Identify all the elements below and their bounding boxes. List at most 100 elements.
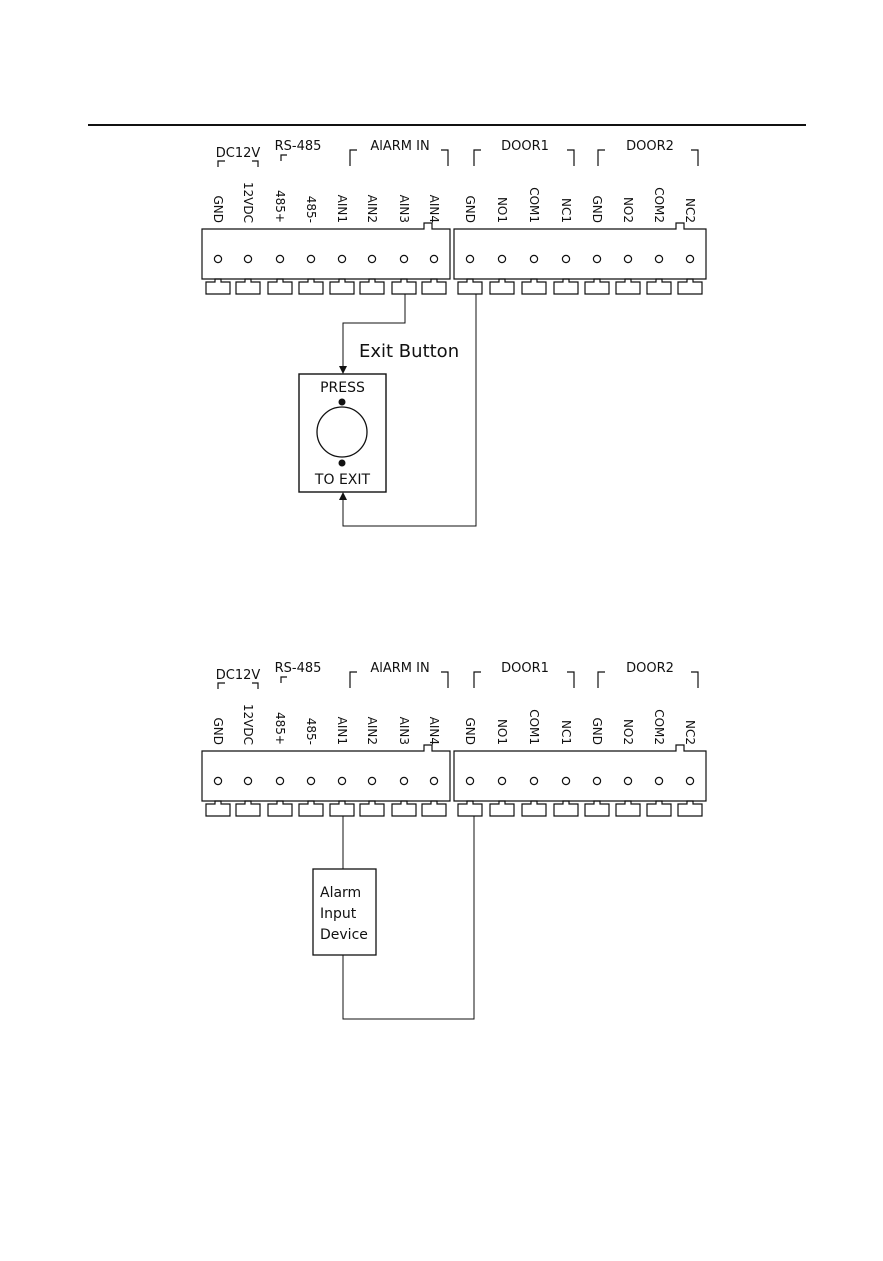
left-clamp-slot-6: [360, 279, 384, 294]
left-screw-terminal-6: [368, 777, 375, 784]
bracket-rs485-left: [281, 677, 287, 683]
left-screw-terminal-2: [244, 777, 251, 784]
right-screw-terminal-1: [466, 255, 473, 262]
right-clamp-slot-5: [585, 801, 609, 816]
right-screw-terminal-4: [562, 777, 569, 784]
left-pin-label-7: AIN3: [397, 717, 411, 745]
left-clamp-slot-5: [330, 279, 354, 294]
right-screw-terminal-2: [498, 777, 505, 784]
right-clamp-slot-5: [585, 279, 609, 294]
exit-button-label: Exit Button: [359, 341, 459, 362]
right-clamp-slot-7: [647, 279, 671, 294]
left-terminal-block: [202, 745, 450, 801]
right-pin-label-7: COM2: [652, 187, 666, 223]
left-pin-label-6: AIN2: [365, 195, 379, 223]
exit-button-press-text: PRESS: [320, 380, 365, 396]
left-clamp-slot-5: [330, 801, 354, 816]
right-screw-terminal-7: [655, 255, 662, 262]
right-clamp-slot-3: [522, 279, 546, 294]
left-clamp-slot-4: [299, 801, 323, 816]
right-pin-label-5: GND: [590, 717, 604, 745]
exit-button-push-icon: [317, 407, 367, 457]
right-pin-label-4: NC1: [559, 720, 573, 745]
right-terminal-block: [454, 745, 706, 801]
alarm-device-line-2: Input: [320, 906, 357, 922]
arrow-head-bottom: [339, 492, 347, 500]
left-pin-label-4: 485-: [304, 196, 318, 223]
left-pin-label-1: GND: [211, 195, 225, 223]
left-pin-label-3: 485+: [273, 712, 287, 745]
group-label-door1: DOOR1: [501, 139, 549, 154]
exit-button-wiring-diagram: DC12VRS-485AlARM INDOOR1DOOR2GND12VDC485…: [202, 139, 706, 526]
left-pin-label-6: AIN2: [365, 717, 379, 745]
right-clamp-slot-2: [490, 801, 514, 816]
left-screw-terminal-5: [338, 255, 345, 262]
alarm-device-line-1: Alarm: [320, 885, 361, 901]
right-pin-label-1: GND: [463, 717, 477, 745]
bracket-alarm-left: [350, 672, 357, 688]
group-label-dc12v: DC12V: [216, 146, 261, 161]
left-clamp-slot-7: [392, 801, 416, 816]
right-clamp-slot-3: [522, 801, 546, 816]
left-pin-label-5: AIN1: [335, 717, 349, 745]
right-pin-label-3: COM1: [527, 187, 541, 223]
right-screw-terminal-8: [686, 777, 693, 784]
right-screw-terminal-3: [530, 255, 537, 262]
group-label-rs485: RS-485: [275, 139, 322, 154]
left-screw-terminal-8: [430, 255, 437, 262]
left-screw-terminal-6: [368, 255, 375, 262]
right-clamp-slot-8: [678, 801, 702, 816]
left-screw-terminal-8: [430, 777, 437, 784]
right-pin-label-6: NO2: [621, 197, 635, 223]
right-screw-terminal-6: [624, 255, 631, 262]
bracket-dc12v-right: [252, 683, 258, 689]
right-pin-label-3: COM1: [527, 709, 541, 745]
right-clamp-slot-7: [647, 801, 671, 816]
left-clamp-slot-2: [236, 801, 260, 816]
right-screw-terminal-5: [593, 777, 600, 784]
left-clamp-slot-6: [360, 801, 384, 816]
bracket-alarm-right: [441, 672, 448, 688]
right-pin-label-8: NC2: [683, 198, 697, 223]
left-screw-terminal-7: [400, 255, 407, 262]
right-clamp-slot-6: [616, 279, 640, 294]
right-screw-terminal-8: [686, 255, 693, 262]
bracket-door2-right: [691, 672, 698, 688]
bracket-rs485-left: [281, 155, 287, 161]
left-clamp-slot-7: [392, 279, 416, 294]
right-pin-label-6: NO2: [621, 719, 635, 745]
bracket-door1-left: [474, 150, 481, 166]
left-pin-label-1: GND: [211, 717, 225, 745]
left-screw-terminal-4: [307, 255, 314, 262]
right-clamp-slot-4: [554, 801, 578, 816]
right-clamp-slot-4: [554, 279, 578, 294]
left-clamp-slot-4: [299, 279, 323, 294]
left-pin-label-3: 485+: [273, 190, 287, 223]
right-screw-terminal-2: [498, 255, 505, 262]
right-pin-label-2: NO1: [495, 197, 509, 223]
bracket-door2-right: [691, 150, 698, 166]
right-terminal-block: [454, 223, 706, 279]
left-screw-terminal-2: [244, 255, 251, 262]
left-pin-label-2: 12VDC: [241, 704, 255, 745]
left-clamp-slot-2: [236, 279, 260, 294]
terminal-block: [202, 745, 706, 816]
terminal-block: [202, 223, 706, 294]
right-pin-label-1: GND: [463, 195, 477, 223]
left-screw-terminal-1: [214, 777, 221, 784]
left-screw-terminal-3: [276, 777, 283, 784]
terminal-label-group: DC12VRS-485AlARM INDOOR1DOOR2GND12VDC485…: [211, 661, 698, 745]
left-pin-label-7: AIN3: [397, 195, 411, 223]
left-clamp-slot-3: [268, 279, 292, 294]
group-label-dc12v: DC12V: [216, 668, 261, 683]
group-label-alarm-in: AlARM IN: [370, 661, 429, 676]
right-clamp-slot-6: [616, 801, 640, 816]
bracket-door2-left: [598, 150, 605, 166]
left-clamp-slot-3: [268, 801, 292, 816]
right-screw-terminal-4: [562, 255, 569, 262]
bracket-alarm-left: [350, 150, 357, 166]
bracket-dc12v-left: [218, 161, 225, 167]
left-pin-label-8: AIN4: [427, 195, 441, 223]
